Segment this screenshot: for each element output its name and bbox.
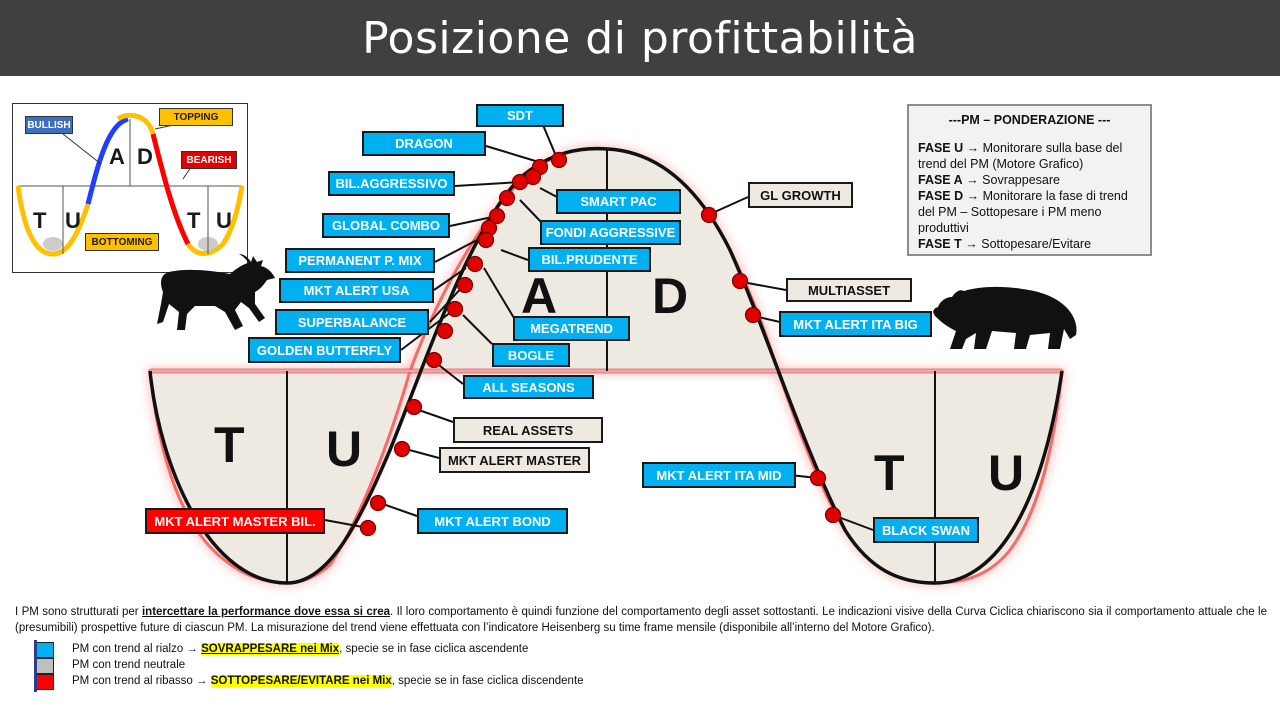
- label-mkt-alert-ita-big: MKT ALERT ITA BIG: [779, 311, 932, 337]
- inset-phase-u-left: U: [65, 208, 81, 233]
- label-bil-aggressivo: BIL.AGGRESSIVO: [328, 171, 455, 196]
- label-sdt: SDT: [476, 104, 564, 127]
- inset-phase-t-left: T: [33, 208, 47, 233]
- dot-gl-growth: [700, 206, 718, 224]
- legend-swatch-red: [36, 674, 54, 690]
- dot-bil-prudente: [477, 231, 495, 249]
- dot-mkt-bond: [369, 494, 387, 512]
- inset-topping-tag: TOPPING: [159, 108, 233, 126]
- legend-bracket: [34, 640, 37, 692]
- label-global-combo: GLOBAL COMBO: [322, 213, 450, 238]
- dot-mkt-usa: [466, 255, 484, 273]
- inset-cycle-diagram: BULLISH TOPPING BEARISH BOTTOMING A D T …: [12, 103, 248, 273]
- label-mkt-alert-bond: MKT ALERT BOND: [417, 508, 568, 534]
- legend-swatch-grey: [36, 658, 54, 674]
- inset-bearish-tag: BEARISH: [181, 151, 237, 169]
- dot-all-seasons: [425, 351, 443, 369]
- label-black-swan: BLACK SWAN: [873, 517, 979, 543]
- description-text: I PM sono strutturati per intercettare l…: [15, 606, 1267, 634]
- legend-swatch-blue: [36, 642, 54, 658]
- label-multiasset: MULTIASSET: [786, 278, 912, 302]
- dot-black-swan: [824, 506, 842, 524]
- label-bil-prudente: BIL.PRUDENTE: [528, 247, 651, 272]
- label-dragon: DRAGON: [362, 131, 486, 156]
- dot-multiasset: [731, 272, 749, 290]
- description-highlight: intercettare la performance dove essa si…: [141, 606, 390, 618]
- dot-sdt: [550, 151, 568, 169]
- trough-left: [148, 369, 412, 585]
- dot-megatrend: [446, 300, 464, 318]
- label-smart-pac: SMART PAC: [556, 189, 681, 214]
- dot-ita-mid: [809, 469, 827, 487]
- label-megatrend: MEGATREND: [513, 316, 630, 341]
- dot-mkt-master: [393, 440, 411, 458]
- inset-bottoming-tag: BOTTOMING: [85, 233, 159, 251]
- dot-superbalance: [456, 276, 474, 294]
- phase-d: D: [652, 268, 689, 324]
- label-mkt-alert-ita-mid: MKT ALERT ITA MID: [642, 462, 796, 488]
- label-mkt-alert-master-bil: MKT ALERT MASTER BIL.: [145, 508, 325, 534]
- phase-u-left: U: [326, 421, 363, 477]
- phase-a: A: [521, 268, 558, 324]
- pm-ponderazione-box: ---PM – PONDERAZIONE --- FASE U → Monito…: [907, 104, 1152, 256]
- dot-ita-big: [744, 306, 762, 324]
- inset-phase-t-right: T: [187, 208, 201, 233]
- dot-real-assets: [405, 398, 423, 416]
- label-permanent-p-mix: PERMANENT P. MIX: [285, 248, 435, 273]
- label-golden-butterfly: GOLDEN BUTTERFLY: [248, 337, 401, 363]
- dot-golden: [436, 322, 454, 340]
- label-mkt-alert-master: MKT ALERT MASTER: [439, 447, 590, 473]
- pm-phase-t: FASE T → Sottopesare/Evitare: [918, 237, 1092, 251]
- label-all-seasons: ALL SEASONS: [463, 375, 594, 399]
- page-title: Posizione di profittabilità: [362, 12, 918, 64]
- inset-phase-u-right: U: [216, 208, 232, 233]
- phase-t-right: T: [874, 445, 905, 501]
- title-bar: Posizione di profittabilità: [0, 0, 1280, 76]
- inset-bullish-tag: BULLISH: [25, 116, 73, 134]
- bear-icon: [933, 286, 1077, 349]
- pm-box-title: ---PM – PONDERAZIONE ---: [948, 113, 1111, 127]
- dot-global-combo: [488, 207, 506, 225]
- pm-phase-a: FASE A → Sovrappesare: [918, 173, 1060, 187]
- inset-phase-d: D: [137, 144, 153, 169]
- bull-icon: [157, 254, 275, 330]
- inset-phase-a: A: [109, 144, 125, 169]
- phase-t-left: T: [214, 417, 245, 473]
- label-gl-growth: GL GROWTH: [748, 182, 853, 208]
- label-real-assets: REAL ASSETS: [453, 417, 603, 443]
- dot-fondi: [498, 189, 516, 207]
- dot-bil-aggressivo: [511, 173, 529, 191]
- pm-phase-d: FASE D → Monitorare la fase di trend del…: [918, 189, 1128, 235]
- pm-phase-u: FASE U → Monitorare sulla base del trend…: [918, 141, 1123, 171]
- dot-mkt-master-bil: [359, 519, 377, 537]
- label-fondi-aggressive: FONDI AGGRESSIVE: [540, 220, 681, 245]
- label-bogle: BOGLE: [492, 343, 570, 367]
- label-superbalance: SUPERBALANCE: [275, 309, 429, 335]
- phase-u-right: U: [988, 445, 1025, 501]
- label-mkt-alert-usa: MKT ALERT USA: [279, 278, 434, 303]
